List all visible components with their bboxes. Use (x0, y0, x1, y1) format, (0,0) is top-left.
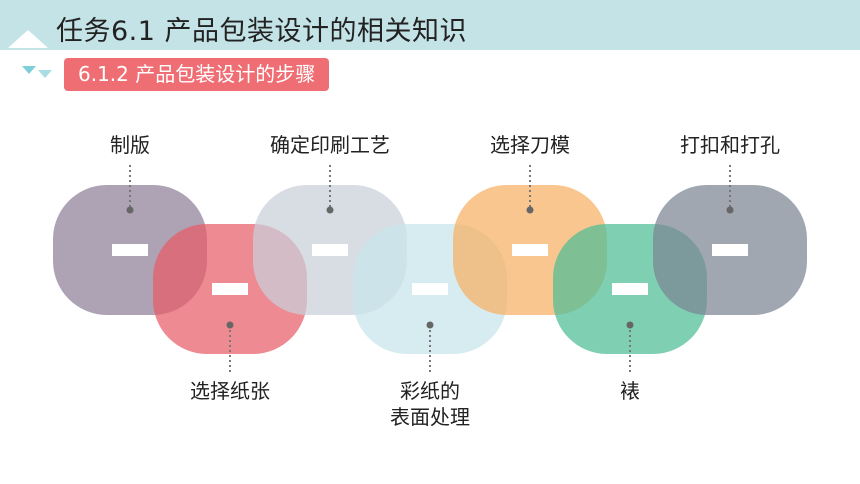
step-bar-mark (112, 244, 148, 256)
step-label-4: 彩纸的表面处理 (350, 378, 510, 430)
step-connector-dot (426, 321, 434, 329)
step-label-5: 选择刀模 (490, 133, 570, 157)
step-label-line: 彩纸的 (400, 379, 460, 403)
step-connector-dot (126, 206, 134, 214)
step-bar-mark (212, 283, 248, 295)
step-connector-dot (726, 206, 734, 214)
step-connector-dot (226, 321, 234, 329)
step-connector-dot (526, 206, 534, 214)
step-bar-mark (312, 244, 348, 256)
step-label-2: 选择纸张 (190, 379, 270, 403)
step-label-7: 打扣和打孔 (680, 133, 780, 157)
step-label-6: 裱 (620, 379, 640, 403)
header-bar (0, 0, 860, 50)
step-bar-mark (512, 244, 548, 256)
decorative-triangles (8, 30, 52, 78)
step-bar-mark (412, 283, 448, 295)
page-title: 任务6.1 产品包装设计的相关知识 (56, 16, 468, 47)
step-connector-dot (626, 321, 634, 329)
step-label-line: 表面处理 (390, 405, 470, 429)
step-bar-mark (612, 283, 648, 295)
step-bar-mark (712, 244, 748, 256)
step-shape-7 (653, 165, 807, 315)
step-connector-dot (326, 206, 334, 214)
step-label-1: 制版 (110, 133, 150, 157)
section-subtitle: 6.1.2 产品包装设计的步骤 (64, 58, 330, 91)
step-label-3: 确定印刷工艺 (270, 133, 390, 157)
